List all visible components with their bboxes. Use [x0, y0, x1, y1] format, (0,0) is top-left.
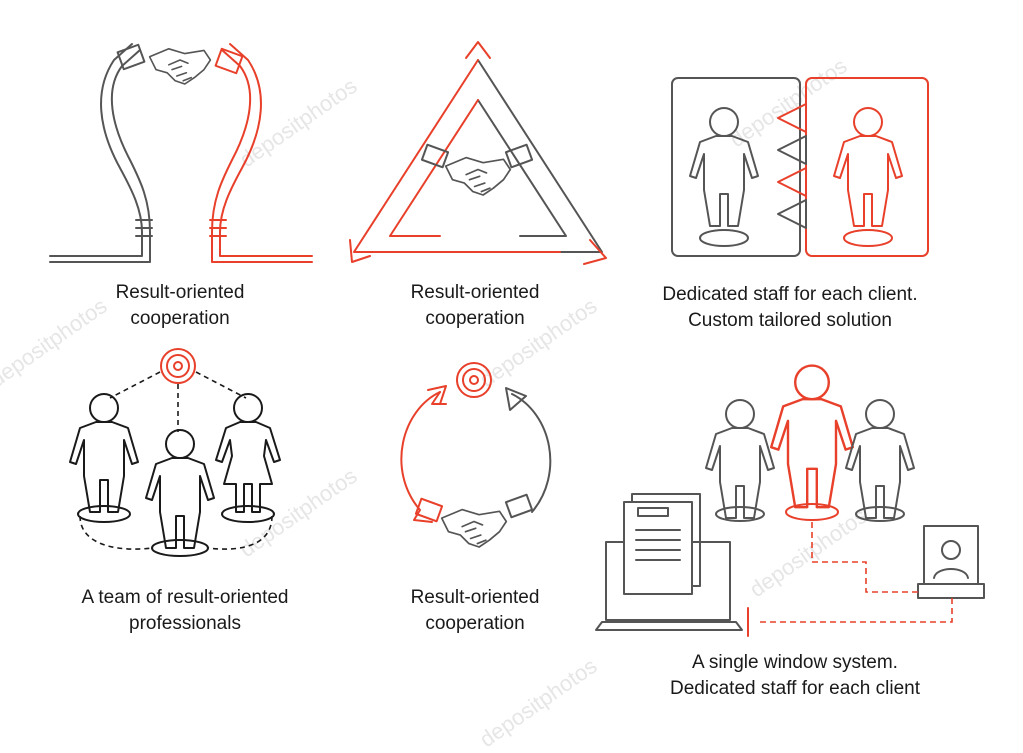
caption-line: cooperation: [425, 308, 525, 329]
caption-cycle-handshake: Result-oriented cooperation: [375, 585, 575, 637]
person-card-icon: [671, 77, 929, 257]
caption-line: cooperation: [130, 308, 230, 329]
caption-line: Dedicated staff for each client: [670, 678, 920, 699]
caption-line: Custom tailored solution: [688, 310, 892, 331]
caption-line: Result-oriented: [410, 587, 540, 608]
caption-triangle-handshake: Result-oriented cooperation: [375, 280, 575, 332]
caption-line: Dedicated staff for each client.: [662, 284, 918, 305]
caption-dedicated-staff: Dedicated staff for each client. Custom …: [640, 282, 940, 334]
caption-single-window: A single window system. Dedicated staff …: [640, 650, 950, 702]
caption-line: Result-oriented: [115, 282, 245, 303]
triangle-arrows-icon: [349, 41, 607, 265]
documents-icon: [623, 493, 701, 595]
caption-bulb-handshake: Result-oriented cooperation: [80, 280, 280, 332]
caption-line: A team of result-oriented: [81, 587, 289, 608]
monitor-user-icon: [917, 525, 985, 599]
caption-line: A single window system.: [692, 652, 898, 673]
lightbulb-arms-icon: [49, 43, 313, 263]
single-window-icon: [595, 364, 985, 637]
caption-line: professionals: [129, 613, 241, 634]
team-icon: [69, 348, 281, 557]
caption-team: A team of result-oriented professionals: [40, 585, 330, 637]
caption-line: Result-oriented: [410, 282, 540, 303]
arrow-connector-icon: [777, 103, 807, 229]
caption-line: cooperation: [425, 613, 525, 634]
circular-arrows-icon: [400, 362, 552, 548]
